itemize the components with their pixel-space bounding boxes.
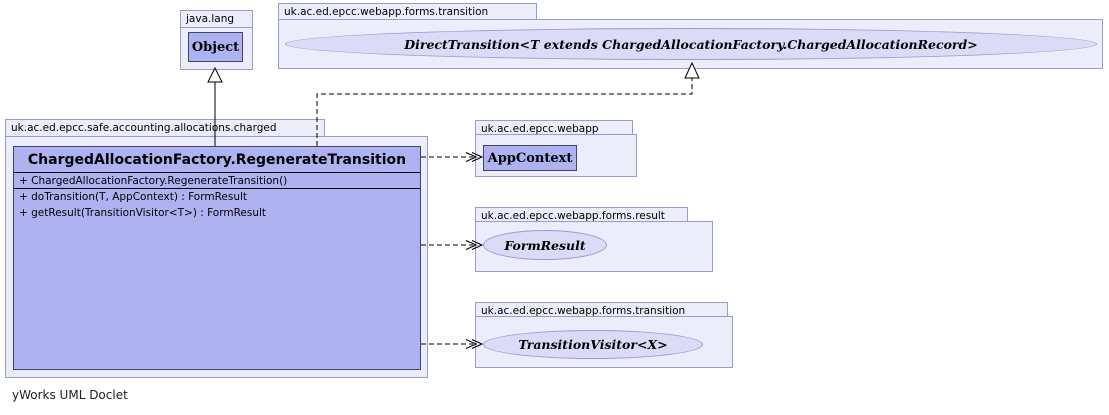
class-object: Object [188, 32, 243, 62]
dependency-to-form-result [421, 240, 484, 250]
class-title-regenerate-transition: ChargedAllocationFactory.RegenerateTrans… [14, 147, 420, 173]
interface-form-result: FormResult [483, 230, 607, 260]
class-appcontext: AppContext [483, 145, 577, 171]
class-regenerate-transition: ChargedAllocationFactory.RegenerateTrans… [13, 146, 421, 370]
interface-transition-visitor: TransitionVisitor<X> [483, 330, 703, 359]
yworks-doclet-note: yWorks UML Doclet [12, 388, 128, 402]
package-tab-java-lang: java.lang [180, 10, 253, 28]
package-tab-forms-transition-bottom: uk.ac.ed.epcc.webapp.forms.transition [475, 302, 728, 317]
dependency-to-appcontext [421, 152, 484, 162]
package-tab-charged: uk.ac.ed.epcc.safe.accounting.allocation… [5, 119, 325, 137]
package-tab-webapp: uk.ac.ed.epcc.webapp [475, 120, 633, 135]
interface-direct-transition: DirectTransition<T extends ChargedAlloca… [285, 28, 1097, 60]
dependency-to-transition-visitor [421, 339, 484, 349]
constructor-row: + ChargedAllocationFactory.RegenerateTra… [14, 173, 420, 189]
method-row-get-result: + getResult(TransitionVisitor<T>) : Form… [19, 207, 267, 219]
package-tab-forms-result: uk.ac.ed.epcc.webapp.forms.result [475, 207, 688, 222]
package-tab-forms-transition-top: uk.ac.ed.epcc.webapp.forms.transition [278, 3, 537, 20]
method-row-do-transition: + doTransition(T, AppContext) : FormResu… [19, 191, 248, 203]
